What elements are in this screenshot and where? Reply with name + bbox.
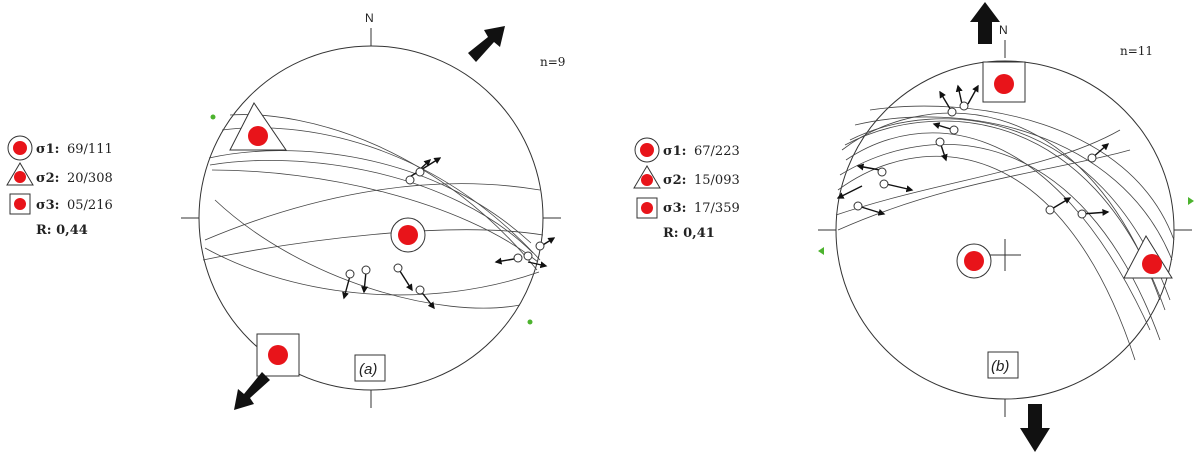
panel-label-box-b: [987, 351, 1019, 379]
stereonet-b: N n=11: [818, 2, 1194, 452]
sigma1-label-a: σ1:: [36, 142, 59, 157]
slip-vectors-b: [836, 84, 1110, 219]
sigma3-label-b: σ3:: [663, 201, 686, 216]
sigma2-value-b: 15/093: [694, 173, 740, 188]
extension-arrow-sw-a: [234, 372, 270, 410]
extension-arrow-n-b: [970, 2, 1000, 44]
panel-label-box-a: [354, 354, 386, 382]
sigma3-symbol-a: [9, 193, 31, 215]
sigma2-symbol-a: [6, 162, 34, 186]
sigma1-marker-b: [956, 243, 992, 279]
green-marker-b2: [1188, 197, 1194, 205]
legend-a: σ1: 69/111 σ2: 20/308 σ3: 05/216 R: 0,44: [6, 135, 113, 238]
sigma1-label-b: σ1:: [663, 144, 686, 159]
slip-vectors-a: [342, 157, 556, 310]
stress-ratio-a: R: 0,44: [36, 223, 88, 238]
sigma3-label-a: σ3:: [36, 198, 59, 213]
legend-b: σ1: 67/223 σ2: 15/093 σ3: 17/359 R: 0,41: [633, 137, 740, 241]
panel-label-a: (a): [359, 361, 377, 378]
sigma2-symbol-b: [633, 165, 661, 189]
sigma3-symbol-b: [636, 197, 658, 219]
panel-b: σ1: 67/223 σ2: 15/093 σ3: 17/359 R: 0,41: [633, 2, 1194, 452]
panel-label-b: (b): [991, 358, 1009, 375]
sigma1-marker-a: [390, 217, 426, 253]
count-a: n=9: [540, 55, 565, 69]
green-marker-a2: [527, 319, 533, 325]
sigma3-value-b: 17/359: [694, 201, 740, 216]
north-label-a: N: [365, 11, 374, 25]
panel-a: σ1: 69/111 σ2: 20/308 σ3: 05/216 R: 0,44: [6, 11, 565, 410]
sigma2-value-a: 20/308: [67, 171, 113, 186]
sigma1-value-b: 67/223: [694, 144, 740, 159]
green-marker-a1: [210, 114, 216, 120]
sigma3-value-a: 05/216: [67, 198, 113, 213]
extension-arrow-s-b: [1020, 404, 1050, 452]
stress-ratio-b: R: 0,41: [663, 226, 715, 241]
sigma2-marker-a: [229, 102, 287, 151]
sigma1-value-a: 69/111: [67, 142, 113, 157]
sigma1-symbol-a: [7, 135, 33, 161]
count-b: n=11: [1120, 44, 1153, 58]
sigma1-symbol-b: [634, 137, 660, 163]
sigma2-marker-b: [1123, 234, 1173, 279]
fault-planes-b: [835, 105, 1175, 361]
extension-arrow-ne-a: [468, 26, 505, 62]
north-label-b: N: [999, 23, 1008, 37]
stereonet-a: N n=9: [181, 11, 565, 410]
sigma2-label-b: σ2:: [663, 173, 686, 188]
green-marker-b1: [818, 247, 824, 255]
sigma2-label-a: σ2:: [36, 171, 59, 186]
sigma3-marker-b: [982, 61, 1026, 103]
sigma3-marker-a: [256, 333, 300, 377]
fault-planes-a: [202, 114, 544, 309]
